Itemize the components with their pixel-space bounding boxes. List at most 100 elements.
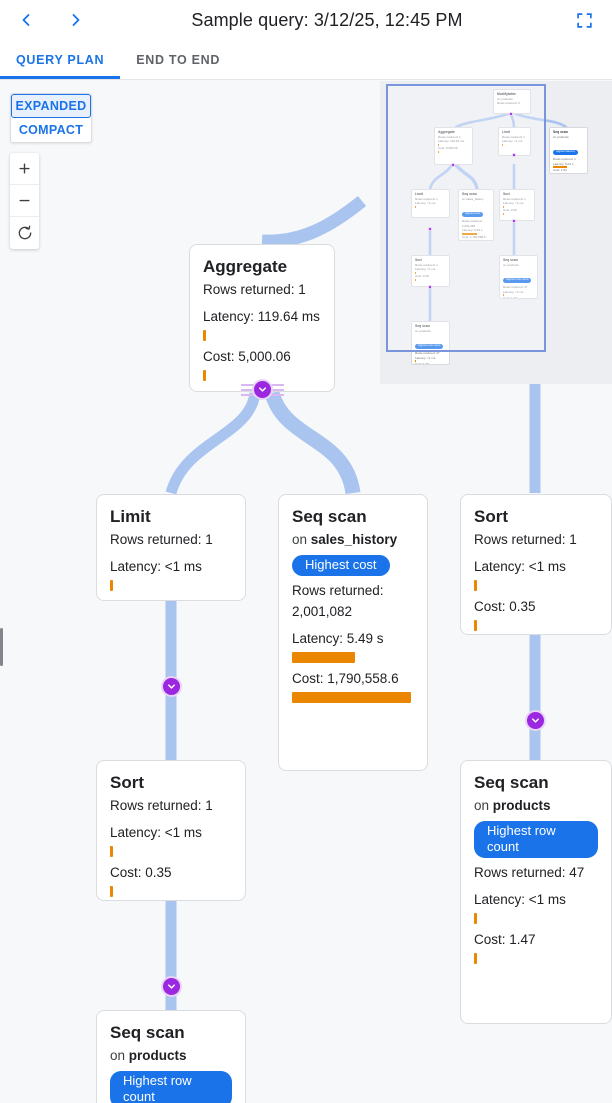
minimap-handle bbox=[428, 285, 432, 289]
sort-upper-collapse-button[interactable] bbox=[525, 710, 546, 731]
minimap-node-limit-mid: Limit Rows returned: 1 Latency: <1 ms bbox=[411, 189, 450, 218]
mm-title: Limit bbox=[415, 192, 424, 196]
minimap-edges bbox=[428, 112, 568, 323]
status-badge-highest-row-count: Highest row count bbox=[474, 820, 598, 859]
mm-cost: Cost: 0.35 bbox=[415, 274, 429, 279]
minimap[interactable]: Modifytable on products Rows returned: 3… bbox=[380, 81, 612, 384]
mm-rows-value: 2,001,082 bbox=[462, 223, 476, 228]
node-subtitle: on products bbox=[110, 1046, 232, 1066]
latency-bar bbox=[474, 912, 477, 924]
mm-rows: Rows returned: 1 bbox=[415, 196, 438, 201]
tab-end-to-end[interactable]: END TO END bbox=[136, 52, 221, 67]
minimap-node-seqscan-products-right: Seq scan on products Highest row count R… bbox=[499, 255, 538, 299]
status-badge-highest-cost: Highest cost bbox=[292, 554, 390, 577]
mm-badge-highest-cost: Highest cost bbox=[462, 211, 484, 217]
zoom-out-button[interactable] bbox=[10, 185, 39, 217]
minimap-handle bbox=[451, 163, 455, 167]
mm-cost: Cost: 1.47 bbox=[415, 362, 429, 365]
minimap-handle bbox=[509, 112, 513, 116]
node-title: Seq scan bbox=[110, 1023, 185, 1042]
mm-title: Sort bbox=[415, 258, 422, 262]
node-cost: Cost: 0.35 bbox=[110, 864, 172, 880]
minimap-node-seqscan-products-bottom: Seq scan on products Highest row count R… bbox=[411, 321, 450, 365]
zoom-reset-button[interactable] bbox=[10, 217, 39, 249]
mm-title: Aggregate bbox=[438, 130, 455, 134]
mm-title: Seq scan bbox=[415, 324, 430, 328]
plan-node-seqscan-sales-history[interactable]: Seq scan on sales_history Highest cost R… bbox=[278, 494, 428, 771]
mm-cost: Cost: 5,000.06 bbox=[438, 146, 458, 151]
table-name: sales_history bbox=[310, 532, 398, 548]
vertical-scrollbar[interactable] bbox=[0, 628, 3, 666]
mm-title: Seq scan bbox=[462, 192, 477, 196]
layout-mode-expanded[interactable]: EXPANDED bbox=[11, 94, 91, 118]
chevron-down-icon bbox=[532, 718, 539, 723]
mm-cost: Cost: 1.53 bbox=[553, 168, 567, 173]
plan-canvas[interactable]: Modifytable on products Rows returned: 3… bbox=[0, 81, 612, 1103]
node-latency: Latency: <1 ms bbox=[110, 824, 202, 840]
mm-latency: Latency: <1 ms bbox=[503, 289, 524, 294]
minimap-viewport[interactable] bbox=[386, 84, 546, 352]
node-title: Sort bbox=[110, 773, 144, 792]
zoom-in-button[interactable] bbox=[10, 153, 39, 185]
latency-bar bbox=[203, 329, 206, 341]
limit-collapse-button[interactable] bbox=[161, 676, 182, 697]
mm-latency-bar bbox=[462, 232, 477, 235]
previous-query-button[interactable] bbox=[8, 2, 44, 38]
latency-bar bbox=[110, 845, 113, 857]
mm-title: Seq scan bbox=[503, 258, 518, 262]
plan-node-seqscan-products-bottom[interactable]: Seq scan on products Highest row count R… bbox=[96, 1010, 246, 1103]
plan-node-sort-upper[interactable]: Sort Rows returned: 1 Latency: <1 ms Cos… bbox=[460, 494, 612, 635]
chevron-left-icon bbox=[22, 14, 30, 26]
node-rows-returned: Rows returned: 1 bbox=[474, 532, 577, 548]
mm-cost-bar bbox=[415, 278, 416, 281]
page-title: Sample query: 3/12/25, 12:45 PM bbox=[191, 9, 463, 30]
zoom-control-group bbox=[10, 153, 39, 249]
mm-cost-bar bbox=[438, 150, 439, 153]
mm-latency: Latency: 5.01 s bbox=[553, 161, 574, 166]
layout-mode-compact[interactable]: COMPACT bbox=[11, 118, 91, 142]
node-rows-value: 2,001,082 bbox=[292, 604, 353, 620]
on-prefix: on bbox=[110, 1048, 129, 1064]
mm-cost: Cost: 0.35 bbox=[503, 208, 517, 213]
tab-query-plan[interactable]: QUERY PLAN bbox=[0, 40, 121, 79]
mm-title: Sort bbox=[503, 192, 510, 196]
next-query-button[interactable] bbox=[58, 2, 94, 38]
mm-cost: Cost: 1.47 bbox=[503, 296, 517, 299]
minimap-node-modifytable: Modifytable on products Rows returned: 3 bbox=[493, 89, 531, 114]
node-subtitle: on sales_history bbox=[292, 530, 414, 550]
node-latency: Latency: <1 ms bbox=[474, 558, 566, 574]
plan-node-seqscan-products-right[interactable]: Seq scan on products Highest row count R… bbox=[460, 760, 612, 1024]
mm-cost-bar bbox=[462, 239, 487, 240]
reset-icon bbox=[18, 225, 31, 240]
sort-lower-collapse-button[interactable] bbox=[161, 976, 182, 997]
mm-latency: Latency: 5.49 s bbox=[462, 227, 483, 232]
chevron-down-icon bbox=[168, 984, 175, 989]
node-latency: Latency: <1 ms bbox=[474, 891, 566, 907]
tab-bar: QUERY PLAN END TO END bbox=[0, 40, 612, 80]
plan-node-limit[interactable]: Limit Rows returned: 1 Latency: <1 ms bbox=[96, 494, 246, 601]
mm-latency-bar bbox=[415, 360, 416, 363]
node-title: Sort bbox=[474, 507, 508, 526]
aggregate-collapse-button[interactable] bbox=[252, 379, 273, 400]
mm-subtitle: on products bbox=[497, 96, 513, 101]
plan-node-aggregate[interactable]: Aggregate Rows returned: 1 Latency: 119.… bbox=[189, 244, 335, 392]
latency-bar bbox=[474, 579, 477, 591]
mm-rows: Rows returned: 1 bbox=[415, 262, 438, 267]
mm-badge-highest-latency: Highest latency bbox=[553, 149, 579, 155]
layout-mode-group: EXPANDED COMPACT bbox=[10, 93, 92, 143]
mm-latency-bar bbox=[415, 272, 416, 275]
mm-cost: Cost: 1,790,558.6 bbox=[462, 234, 486, 239]
mm-rows: Rows returned: 1 bbox=[553, 157, 576, 162]
plan-node-sort-lower[interactable]: Sort Rows returned: 1 Latency: <1 ms Cos… bbox=[96, 760, 246, 901]
fullscreen-button[interactable] bbox=[564, 0, 604, 40]
mm-latency: Latency: <1 ms bbox=[502, 139, 523, 144]
node-rows-returned: Rows returned: 1 bbox=[110, 798, 213, 814]
chevron-down-icon bbox=[168, 684, 175, 689]
mm-latency: Latency: <1 ms bbox=[415, 267, 436, 272]
cost-bar bbox=[203, 370, 206, 382]
mm-latency: Latency: <1 ms bbox=[415, 355, 436, 360]
mm-latency-bar bbox=[502, 144, 503, 147]
mm-latency-bar bbox=[503, 294, 504, 297]
fullscreen-icon bbox=[576, 12, 592, 28]
node-title: Limit bbox=[110, 507, 151, 526]
